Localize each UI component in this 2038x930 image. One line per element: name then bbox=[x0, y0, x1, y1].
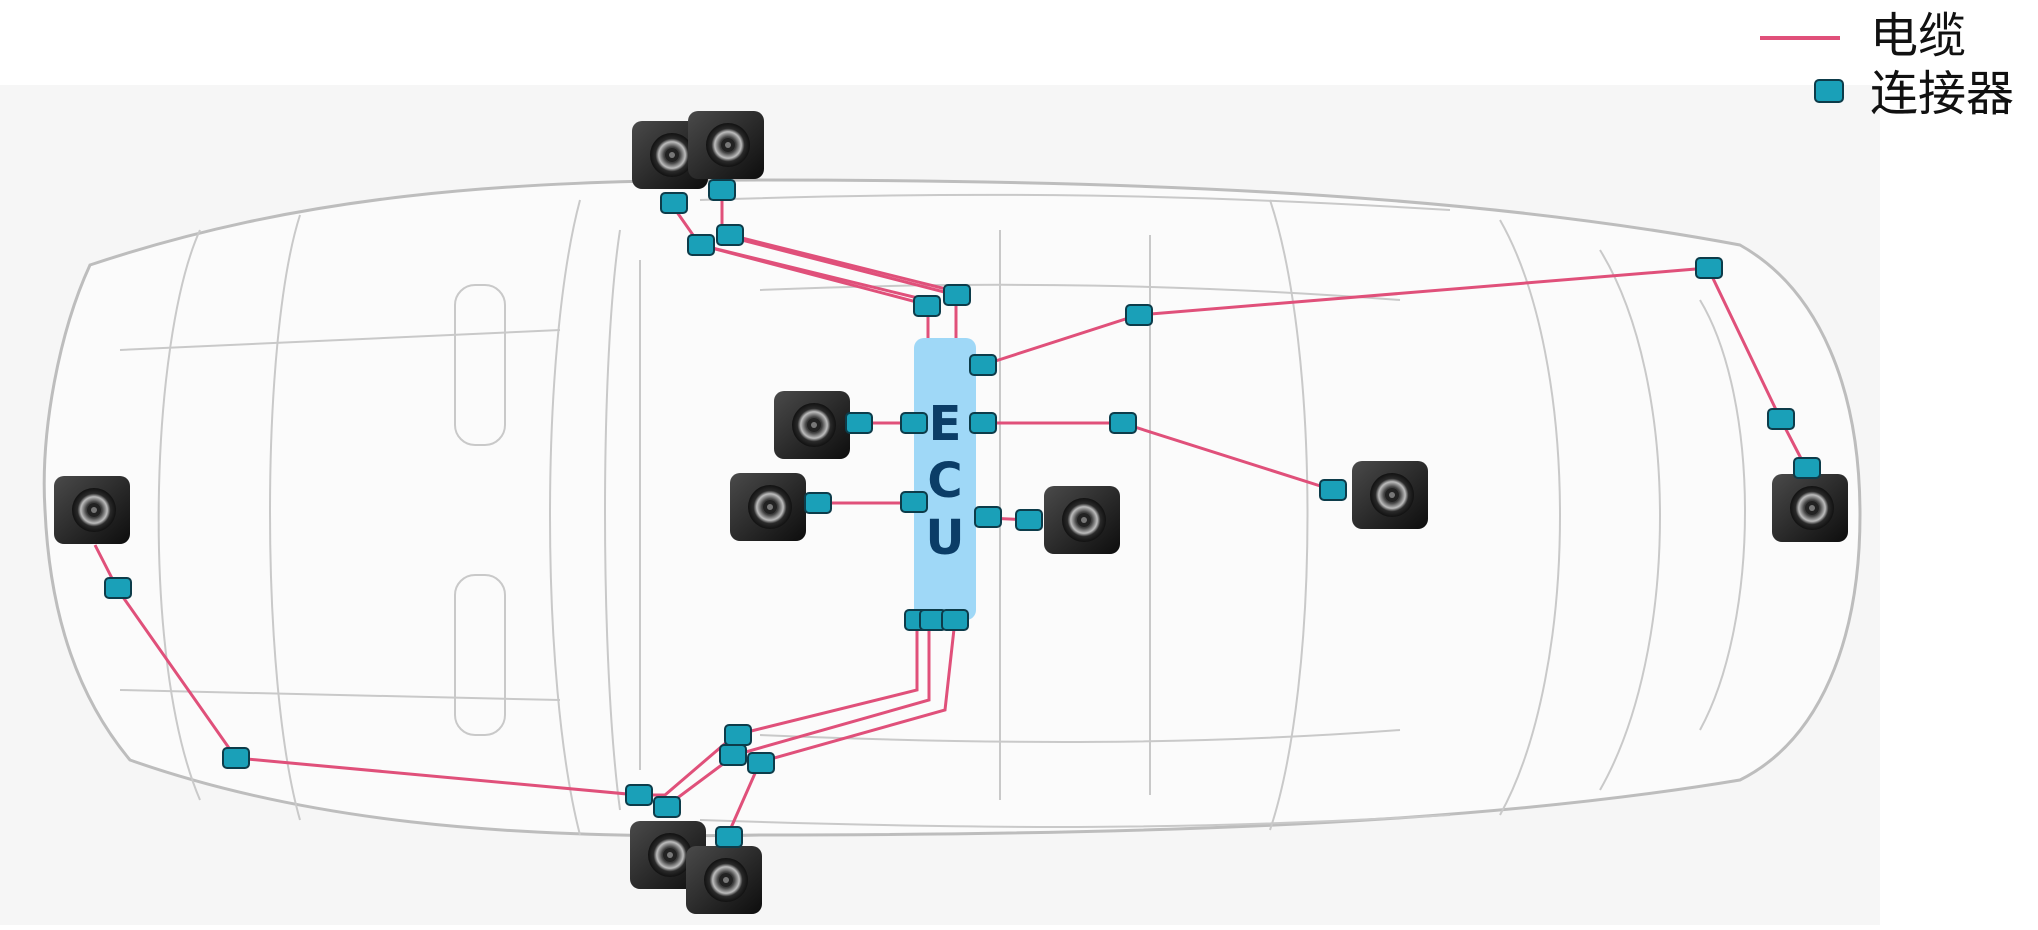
cable bbox=[667, 620, 931, 807]
legend-connector-swatch bbox=[1814, 79, 1844, 103]
ecu-module: E C U bbox=[914, 338, 976, 620]
camera-cabin-left-2 bbox=[730, 473, 806, 541]
camera-cabin-center bbox=[1044, 486, 1120, 554]
connector bbox=[716, 224, 744, 246]
connector bbox=[687, 234, 715, 256]
connector bbox=[1125, 304, 1153, 326]
camera-rear-bumper bbox=[1772, 474, 1848, 542]
cable bbox=[729, 233, 959, 294]
camera-cabin-rear bbox=[1352, 461, 1428, 529]
cables bbox=[93, 190, 1808, 831]
ecu-box bbox=[914, 338, 976, 620]
connector bbox=[104, 577, 132, 599]
connector bbox=[660, 192, 688, 214]
connector bbox=[719, 744, 747, 766]
connector bbox=[941, 609, 969, 631]
connector bbox=[969, 354, 997, 376]
cable bbox=[728, 619, 957, 831]
connector bbox=[900, 412, 928, 434]
connector bbox=[974, 506, 1002, 528]
cable bbox=[93, 544, 639, 797]
ecu-letter-u: U bbox=[926, 510, 965, 566]
cable bbox=[670, 204, 930, 340]
legend: 电缆 连接器 bbox=[1760, 8, 2014, 122]
connector bbox=[1695, 257, 1723, 279]
connector bbox=[969, 412, 997, 434]
legend-connector-label: 连接器 bbox=[1870, 66, 2014, 122]
connectors bbox=[104, 179, 1821, 848]
connector bbox=[1767, 408, 1795, 430]
camera-rear-left-lower-b bbox=[686, 846, 762, 914]
cable bbox=[699, 243, 927, 302]
camera-front-left-upper-b bbox=[688, 111, 764, 179]
connector bbox=[653, 796, 681, 818]
connector bbox=[845, 412, 873, 434]
connector bbox=[913, 295, 941, 317]
connector bbox=[1109, 412, 1137, 434]
legend-cable-label: 电缆 bbox=[1870, 8, 1966, 64]
connector bbox=[222, 747, 250, 769]
camera-cabin-left-1 bbox=[774, 391, 850, 459]
connector bbox=[804, 492, 832, 514]
cable bbox=[720, 190, 958, 340]
connector bbox=[943, 284, 971, 306]
ecu-letter-e: E bbox=[929, 396, 962, 452]
connector bbox=[747, 752, 775, 774]
connector bbox=[900, 491, 928, 513]
connector bbox=[715, 826, 743, 848]
connector bbox=[708, 179, 736, 201]
camera-front-bumper bbox=[54, 476, 130, 544]
connector bbox=[625, 784, 653, 806]
connector bbox=[724, 724, 752, 746]
connector bbox=[1319, 479, 1347, 501]
connector bbox=[1793, 457, 1821, 479]
connector bbox=[1015, 509, 1043, 531]
ecu-letter-c: C bbox=[927, 453, 962, 509]
